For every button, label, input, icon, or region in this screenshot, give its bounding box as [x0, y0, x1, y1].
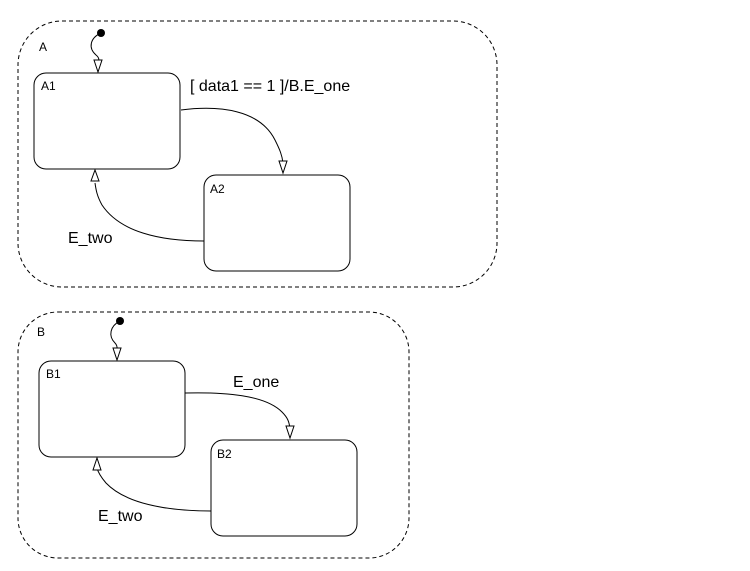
superstate-b[interactable]: B	[17, 311, 410, 559]
transition-a2-to-a1-label: E_two	[68, 230, 113, 247]
state-a1-label: A1	[41, 79, 56, 93]
state-b2-label: B2	[217, 447, 232, 461]
superstate-b-label: B	[37, 325, 45, 339]
state-b2[interactable]: B2	[210, 439, 358, 537]
state-b1-label: B1	[46, 367, 61, 381]
transition-b1-to-b2-label: E_one	[233, 374, 279, 391]
transition-a1-to-a2-label: [ data1 == 1 ]/B.E_one	[190, 78, 350, 95]
state-b1[interactable]: B1	[38, 360, 186, 458]
default-transition-a[interactable]	[90, 29, 105, 74]
transition-b2-to-b1-path	[96, 467, 212, 512]
default-transition-b-arrowhead	[112, 347, 122, 362]
transition-a2-to-a1[interactable]: E_two	[68, 168, 205, 247]
transition-a2-to-a1-arrowhead	[90, 168, 100, 182]
transition-a1-to-a2[interactable]: [ data1 == 1 ]/B.E_one	[180, 78, 350, 175]
transition-a1-to-a2-path	[180, 107, 284, 164]
transition-a1-to-a2-arrowhead	[278, 160, 288, 175]
superstate-a-label: A	[39, 40, 47, 54]
state-a1[interactable]: A1	[33, 72, 181, 170]
transition-b2-to-b1-arrowhead	[92, 456, 102, 471]
default-transition-b-path	[110, 320, 121, 351]
superstate-a-border	[17, 20, 498, 288]
state-b2-box	[210, 439, 358, 537]
transition-b1-to-b2-arrowhead	[285, 425, 295, 440]
state-b1-box	[38, 360, 186, 458]
transition-b2-to-b1-label: E_two	[98, 508, 143, 525]
state-a2-label: A2	[210, 182, 225, 196]
transition-b2-to-b1[interactable]: E_two	[92, 456, 212, 525]
state-a2[interactable]: A2	[203, 174, 351, 272]
state-a2-box	[203, 174, 351, 272]
default-transition-a-path	[90, 32, 102, 64]
superstate-a[interactable]: A	[17, 20, 498, 288]
transition-b1-to-b2[interactable]: E_one	[184, 374, 295, 440]
state-a1-box	[33, 72, 181, 170]
superstate-b-border	[17, 311, 410, 559]
transition-b1-to-b2-path	[184, 392, 291, 429]
transition-a2-to-a1-path	[94, 182, 205, 242]
default-transition-b[interactable]	[110, 317, 124, 362]
default-transition-a-arrowhead	[93, 59, 103, 74]
